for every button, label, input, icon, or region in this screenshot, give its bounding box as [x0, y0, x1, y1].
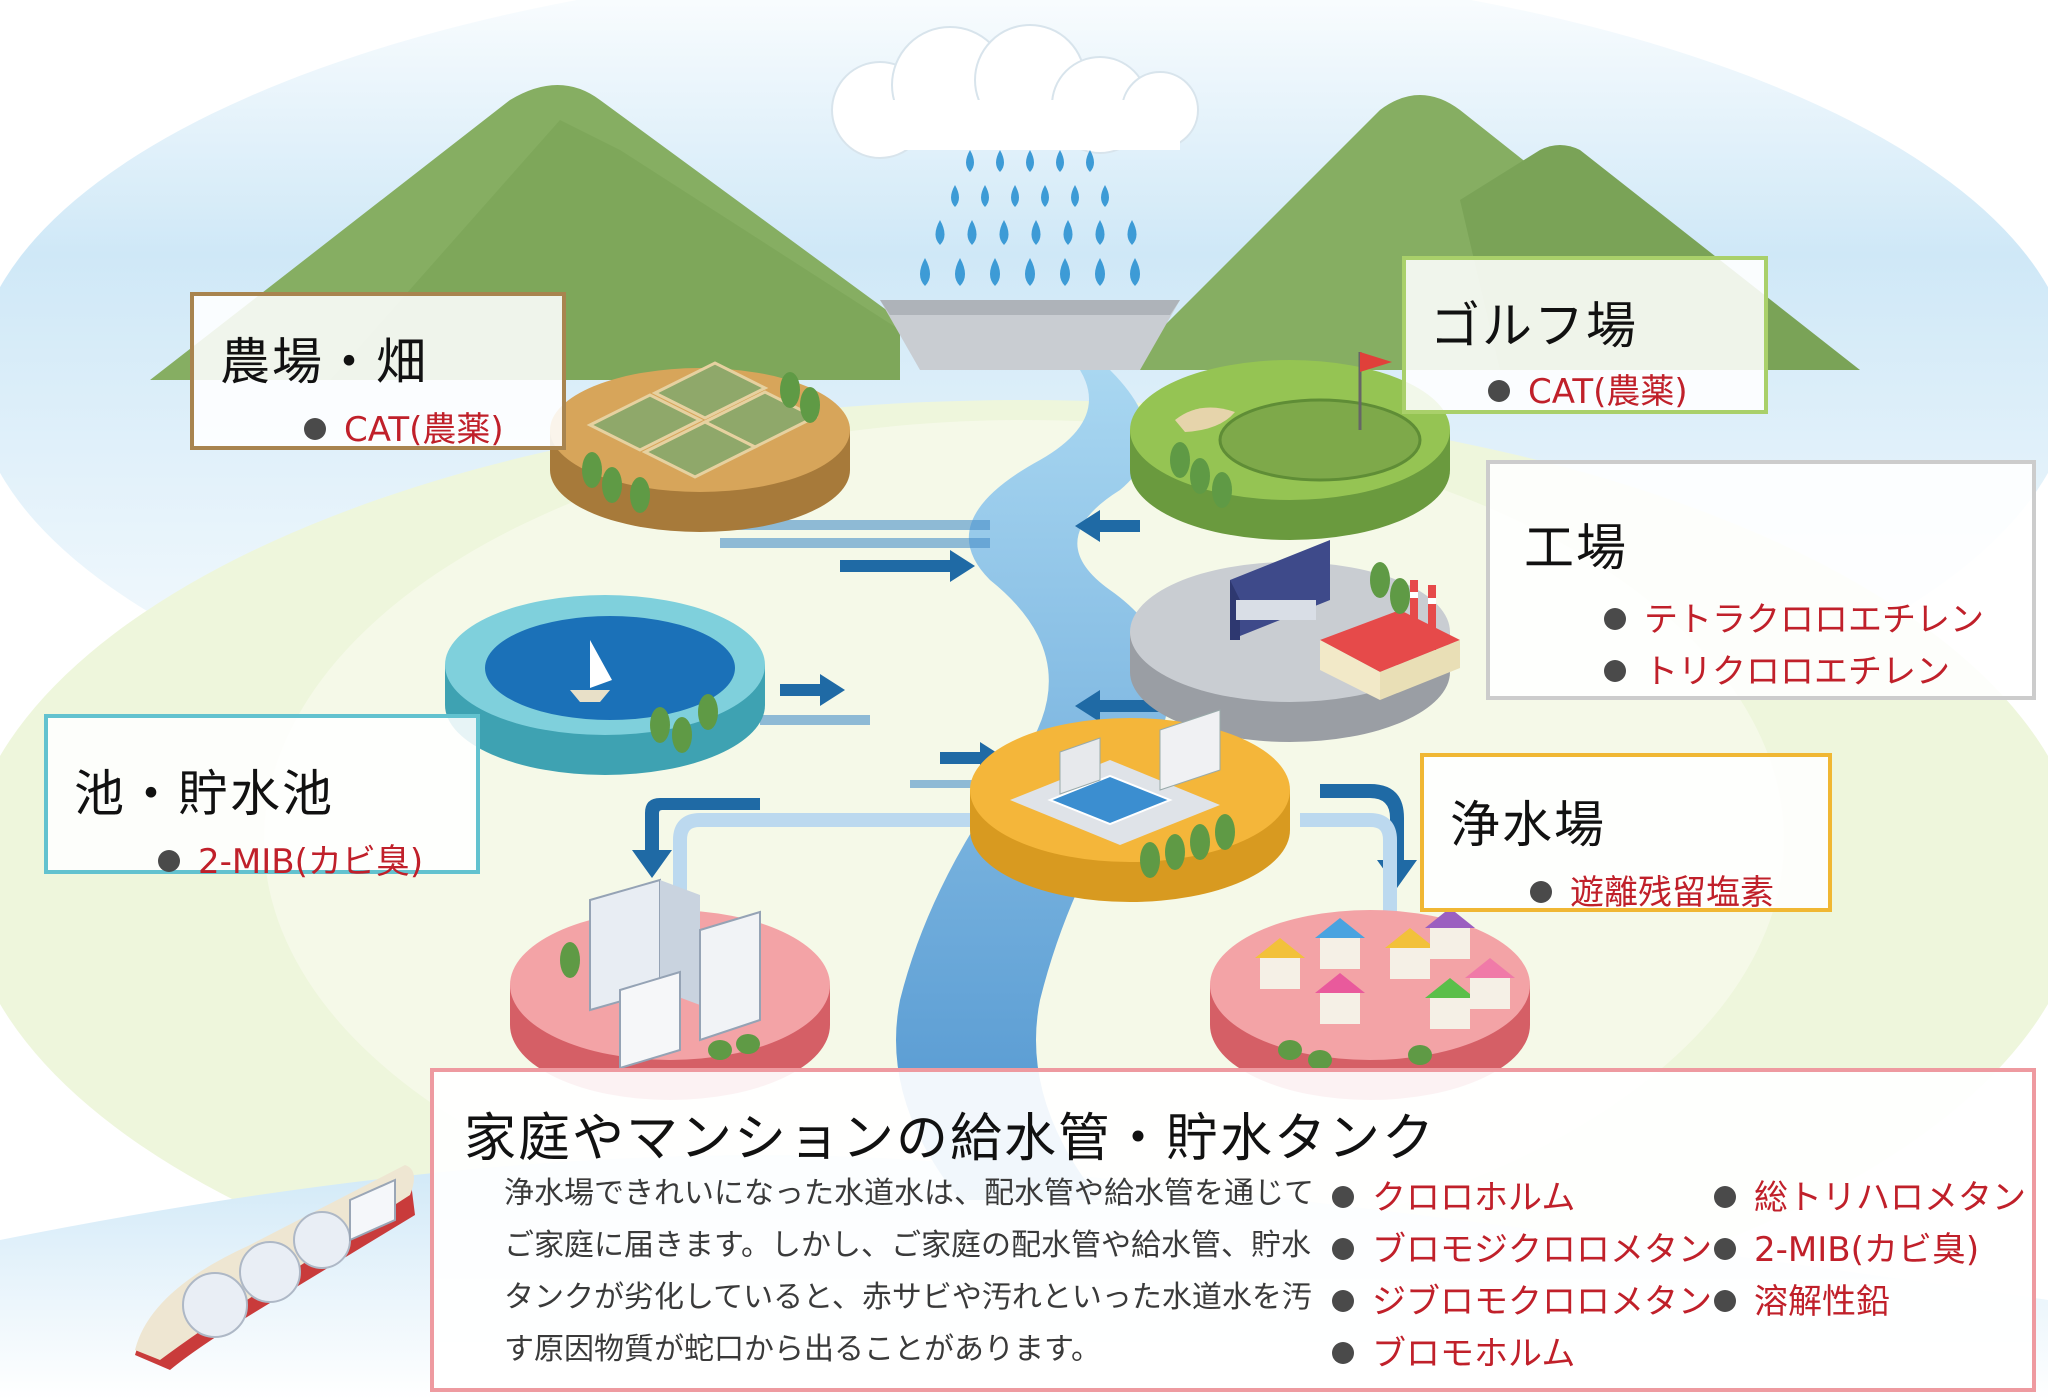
farm-contaminant: CAT(農薬) — [304, 404, 562, 456]
water-plant-label-box: 浄水場 遊離残留塩素 — [1420, 753, 1832, 913]
bullet-icon — [1604, 659, 1626, 682]
pond-platform — [445, 595, 765, 775]
bullet-icon — [1530, 880, 1552, 903]
factory-title: 工場 — [1524, 519, 1628, 577]
bullet-icon — [1332, 1341, 1354, 1364]
home-contaminant: 2-MIB(カビ臭) — [1714, 1224, 2026, 1276]
tree-icon — [560, 942, 760, 1060]
farm-label-box: 農場・畑 CAT(農薬) — [190, 292, 566, 450]
home-label-box: 家庭やマンションの給水管・貯水タンク 浄水場できれいになった水道水は、配水管や給… — [430, 1068, 2036, 1392]
factory-contaminant: テトラクロロエチレン — [1604, 594, 2032, 646]
tree-icon — [650, 694, 718, 753]
golf-label-box: ゴルフ場 CAT(農薬) — [1402, 256, 1768, 414]
water-plant-title: 浄水場 — [1450, 796, 1606, 854]
ship-icon — [135, 1165, 415, 1370]
building-icon — [1059, 709, 1221, 795]
houses-platform — [1210, 908, 1530, 1100]
home-contaminant: ブロモジクロロメタン — [1332, 1224, 1712, 1276]
city-platform — [510, 878, 830, 1100]
tree-icon — [582, 372, 820, 513]
pond-contaminant: 2-MIB(カビ臭) — [158, 836, 476, 888]
farm-platform — [550, 361, 850, 532]
farm-title: 農場・畑 — [220, 333, 428, 391]
home-contaminant-list-1: クロロホルム ブロモジクロロメタン ジブロモクロロメタン ブロモホルム — [1332, 1172, 1712, 1380]
sailboat-icon — [570, 640, 612, 702]
factory-platform — [1130, 540, 1460, 742]
home-description: 浄水場できれいになった水道水は、配水管や給水管を通じてご家庭に届きます。しかし、… — [504, 1176, 1314, 1367]
golf-title: ゴルフ場 — [1430, 297, 1638, 355]
factory-contaminant: トリクロロエチレン — [1604, 646, 2032, 698]
home-contaminant: クロロホルム — [1332, 1172, 1712, 1224]
bullet-icon — [1332, 1185, 1354, 1208]
bullet-icon — [1714, 1185, 1736, 1208]
cloud-icon — [831, 24, 1199, 159]
home-contaminant: ジブロモクロロメタン — [1332, 1276, 1712, 1328]
home-contaminant: 総トリハロメタン — [1714, 1172, 2026, 1224]
bullet-icon — [1714, 1289, 1736, 1312]
rain-drop-icon — [920, 150, 1140, 286]
home-contaminant-list-2: 総トリハロメタン 2-MIB(カビ臭) 溶解性鉛 — [1714, 1172, 2026, 1328]
home-contaminant: 溶解性鉛 — [1714, 1276, 2026, 1328]
golf-contaminant: CAT(農薬) — [1488, 366, 1764, 418]
tree-icon — [1140, 814, 1235, 878]
bullet-icon — [1604, 607, 1626, 630]
bullet-icon — [158, 849, 180, 872]
bullet-icon — [304, 417, 326, 440]
water-plant-contaminant: 遊離残留塩素 — [1530, 867, 1828, 919]
home-title: 家庭やマンションの給水管・貯水タンク — [464, 1109, 1437, 1169]
bullet-icon — [1332, 1289, 1354, 1312]
bullet-icon — [1714, 1237, 1736, 1260]
golf-platform — [1130, 352, 1450, 540]
factory-label-box: 工場 テトラクロロエチレン トリクロロエチレン — [1486, 460, 2036, 700]
building-icon — [589, 878, 761, 1070]
tree-icon — [1278, 1040, 1432, 1070]
bullet-icon — [1488, 379, 1510, 402]
water-plant-platform — [970, 709, 1290, 902]
factory-icon — [1230, 540, 1460, 700]
home-contaminant: ブロモホルム — [1332, 1328, 1712, 1380]
bullet-icon — [1332, 1237, 1354, 1260]
tree-icon — [1170, 442, 1232, 508]
pond-label-box: 池・貯水池 2-MIB(カビ臭) — [44, 714, 480, 882]
golf-flag-icon — [1358, 352, 1392, 430]
house-icon — [1255, 908, 1515, 1029]
tree-icon — [1370, 562, 1410, 614]
pond-title: 池・貯水池 — [74, 765, 334, 823]
